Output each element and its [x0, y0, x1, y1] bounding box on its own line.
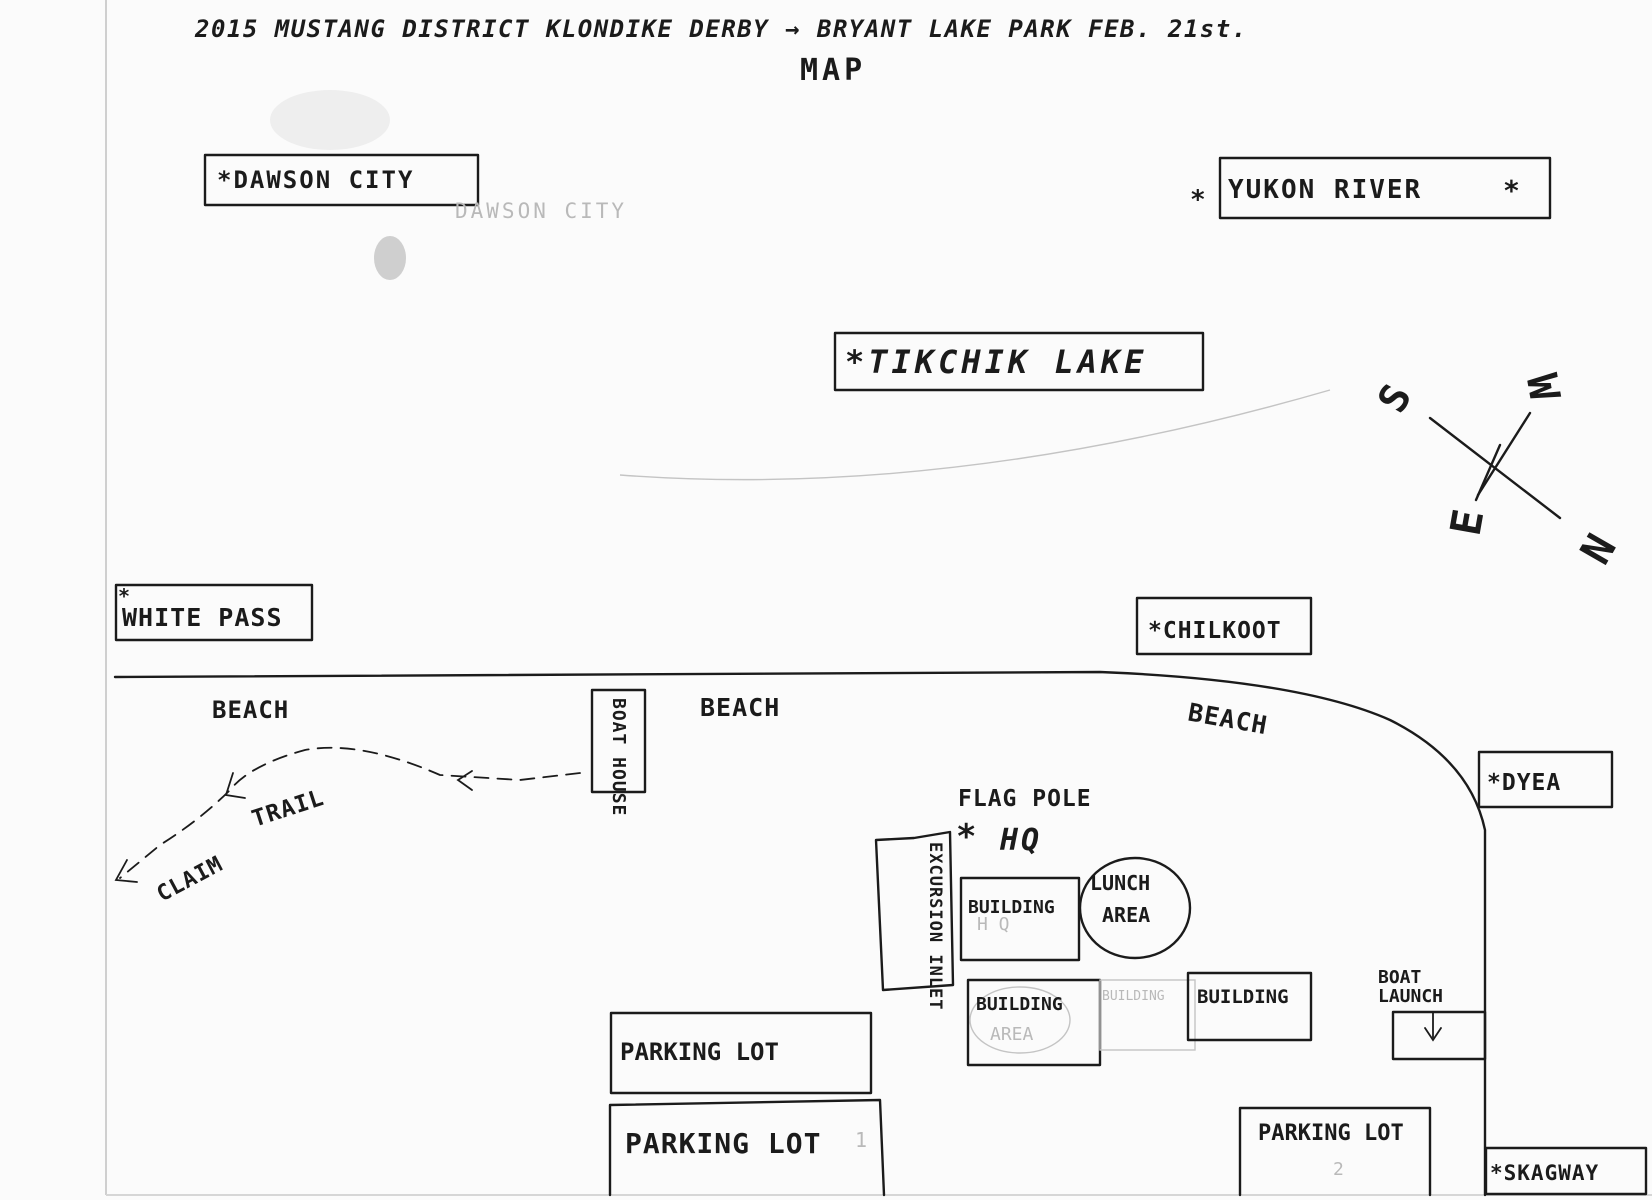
dawson-city-label: *DAWSON CITY [217, 166, 414, 194]
parking-lot-c-box [1238, 1106, 1432, 1197]
dyea-label: *DYEA [1487, 770, 1561, 796]
trail-arrow [456, 770, 473, 791]
chilkoot-label: *CHILKOOT [1148, 618, 1282, 644]
trail-arrow [224, 772, 246, 799]
white-pass-label: WHITE PASS [122, 603, 283, 632]
faint-building-label: BUILDING [1102, 989, 1165, 1004]
compass-s: S [1369, 377, 1421, 421]
compass-w: W [1517, 370, 1570, 404]
boat-house-label: BOAT HOUSE [608, 698, 629, 816]
tikchik-lake-box [833, 331, 1205, 392]
faint-arc [619, 389, 1331, 481]
parking-lot-b-box [608, 1098, 886, 1197]
lunch-area-circle [1078, 856, 1192, 960]
yukon-river-box [1218, 156, 1552, 220]
building-hq-faint-mark: H Q [977, 914, 1010, 935]
chilkoot-box [1135, 596, 1313, 656]
yukon-river-label: YUKON RIVER [1228, 175, 1422, 205]
parking-lot-b-label: PARKING LOT [625, 1127, 821, 1160]
tikchik-lake-label: *TIKCHIK LAKE [845, 343, 1147, 381]
building-right-box [1186, 971, 1313, 1042]
hq-label: HQ [999, 823, 1042, 858]
dawson-city-faint-label: DAWSON CITY [455, 199, 627, 223]
skagway-box [1484, 1146, 1648, 1196]
building-area-faint-oval [969, 986, 1071, 1054]
parking-lot-number-1: 1 [855, 1128, 867, 1152]
claim-label: CLAIM [153, 852, 228, 908]
compass-rose: S W E N [1369, 370, 1625, 572]
parking-lot-c-label: PARKING LOT [1258, 1121, 1404, 1146]
lunch-area-line1: LUNCH [1090, 871, 1150, 895]
white-pass-star: * [118, 584, 130, 608]
map-subtitle: MAP [800, 53, 866, 88]
lunch-area-line2: AREA [1102, 903, 1150, 927]
boat-house-box [590, 688, 647, 794]
map-title: 2015 MUSTANG DISTRICT KLONDIKE DERBY → B… [194, 15, 1248, 43]
boat-launch-line2: LAUNCH [1378, 986, 1443, 1007]
building-right-label: BUILDING [1197, 986, 1289, 1008]
dawson-city-box [203, 153, 480, 207]
building-area-line1: BUILDING [976, 994, 1063, 1015]
trail-arrow [114, 859, 138, 883]
parking-lot-number-2: 2 [1333, 1159, 1344, 1180]
building-area-line2: AREA [990, 1024, 1034, 1045]
compass-e: E [1441, 506, 1494, 539]
dyea-box [1477, 750, 1614, 809]
excursion-inlet-box [874, 830, 955, 992]
compass-n: N [1571, 526, 1626, 572]
flag-pole-star: * [956, 817, 976, 857]
white-pass-box [114, 583, 314, 642]
beach-mid-label: BEACH [700, 693, 780, 722]
trail-label: TRAIL [249, 785, 328, 833]
faint-building-box [1099, 979, 1196, 1051]
excursion-inlet-label: EXCURSION INLET [925, 842, 945, 1011]
flag-pole-label: FLAG POLE [958, 786, 1092, 812]
boat-launch-arrow [1424, 1011, 1442, 1042]
trail-path [119, 746, 581, 879]
building-hq-label: BUILDING [968, 897, 1055, 918]
parking-lot-a-label: PARKING LOT [620, 1038, 779, 1066]
skagway-label: *SKAGWAY [1490, 1161, 1599, 1185]
yukon-river-star: * [1190, 185, 1206, 215]
yukon-river-star-right: * [1503, 174, 1520, 207]
building-hq-box [959, 876, 1081, 962]
smudge [270, 90, 390, 150]
shoreline [113, 670, 1487, 1197]
beach-left-label: BEACH [212, 696, 289, 724]
boat-launch-line1: BOAT [1378, 967, 1422, 988]
beach-right-label: BEACH [1186, 698, 1270, 740]
parking-lot-a-box [609, 1011, 873, 1095]
smudge [374, 236, 406, 280]
boat-launch-box [1391, 1010, 1487, 1061]
